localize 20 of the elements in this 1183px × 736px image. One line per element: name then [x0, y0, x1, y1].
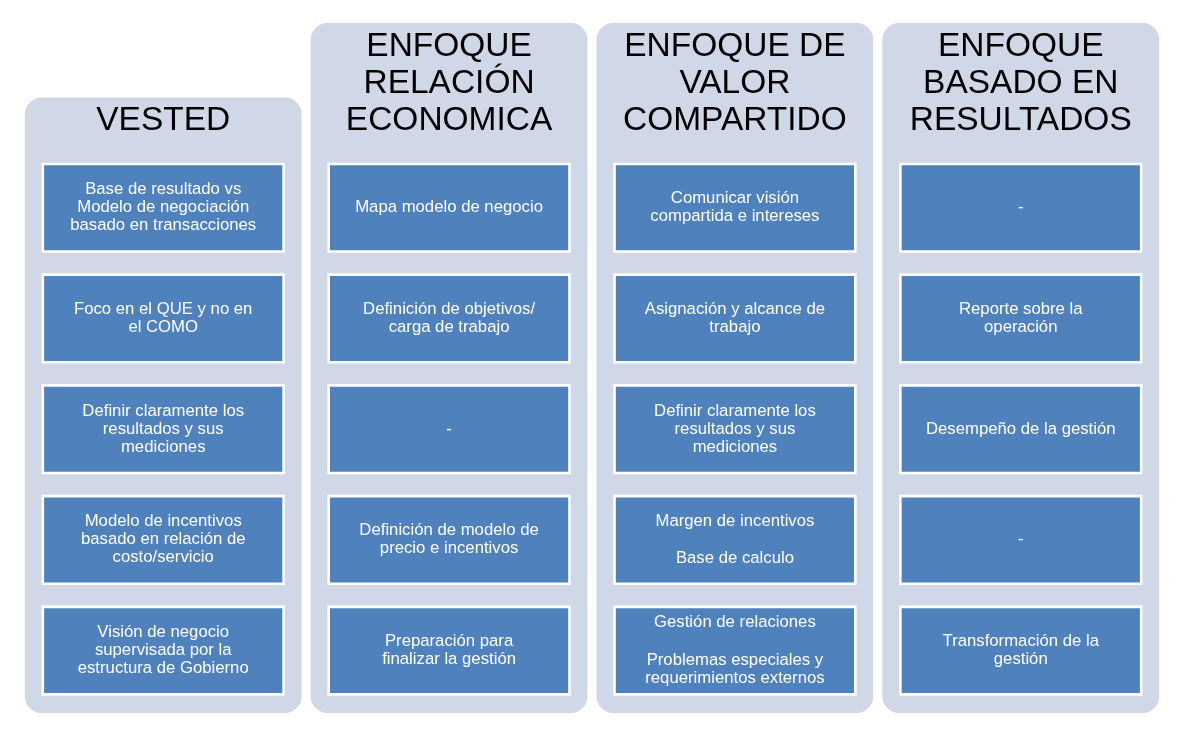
node-box: Visión de negocio supervisada por la estructura de Gobierno: [41, 605, 285, 696]
node-box: Definición de objetivos/ carga de trabajo: [326, 273, 571, 364]
node-box: Asignación y alcance de trabajo: [612, 273, 857, 364]
node-box: Definir claramente los resultados y sus mediciones: [612, 384, 857, 475]
node-box: Comunicar visión compartida e intereses: [612, 162, 857, 253]
node-box: -: [898, 162, 1142, 253]
node-box: -: [326, 384, 571, 475]
node-box: Foco en el QUE y no en el COMO: [41, 273, 285, 364]
node-box: Mapa modelo de negocio: [326, 162, 571, 253]
node-box: Reporte sobre la operación: [898, 273, 1142, 364]
node-box: Base de resultado vs Modelo de negociación basado en transacciones: [41, 162, 285, 253]
node-box: Preparación para finalizar la gestión: [326, 605, 571, 696]
node-box: Modelo de incentivos basado en relación de costo/servicio: [41, 494, 285, 585]
node-box: Gestión de relaciones Problemas especiales y requerimientos externos: [612, 605, 857, 696]
node-box: -: [898, 494, 1142, 585]
node-box: Margen de incentivos Base de calculo: [612, 494, 857, 585]
node-box: Desempeño de la gestión: [898, 384, 1142, 475]
node-box: Definición de modelo de precio e incentivos: [326, 494, 571, 585]
node-box: Definir claramente los resultados y sus mediciones: [41, 384, 285, 475]
node-box: Transformación de la gestión: [898, 605, 1142, 696]
